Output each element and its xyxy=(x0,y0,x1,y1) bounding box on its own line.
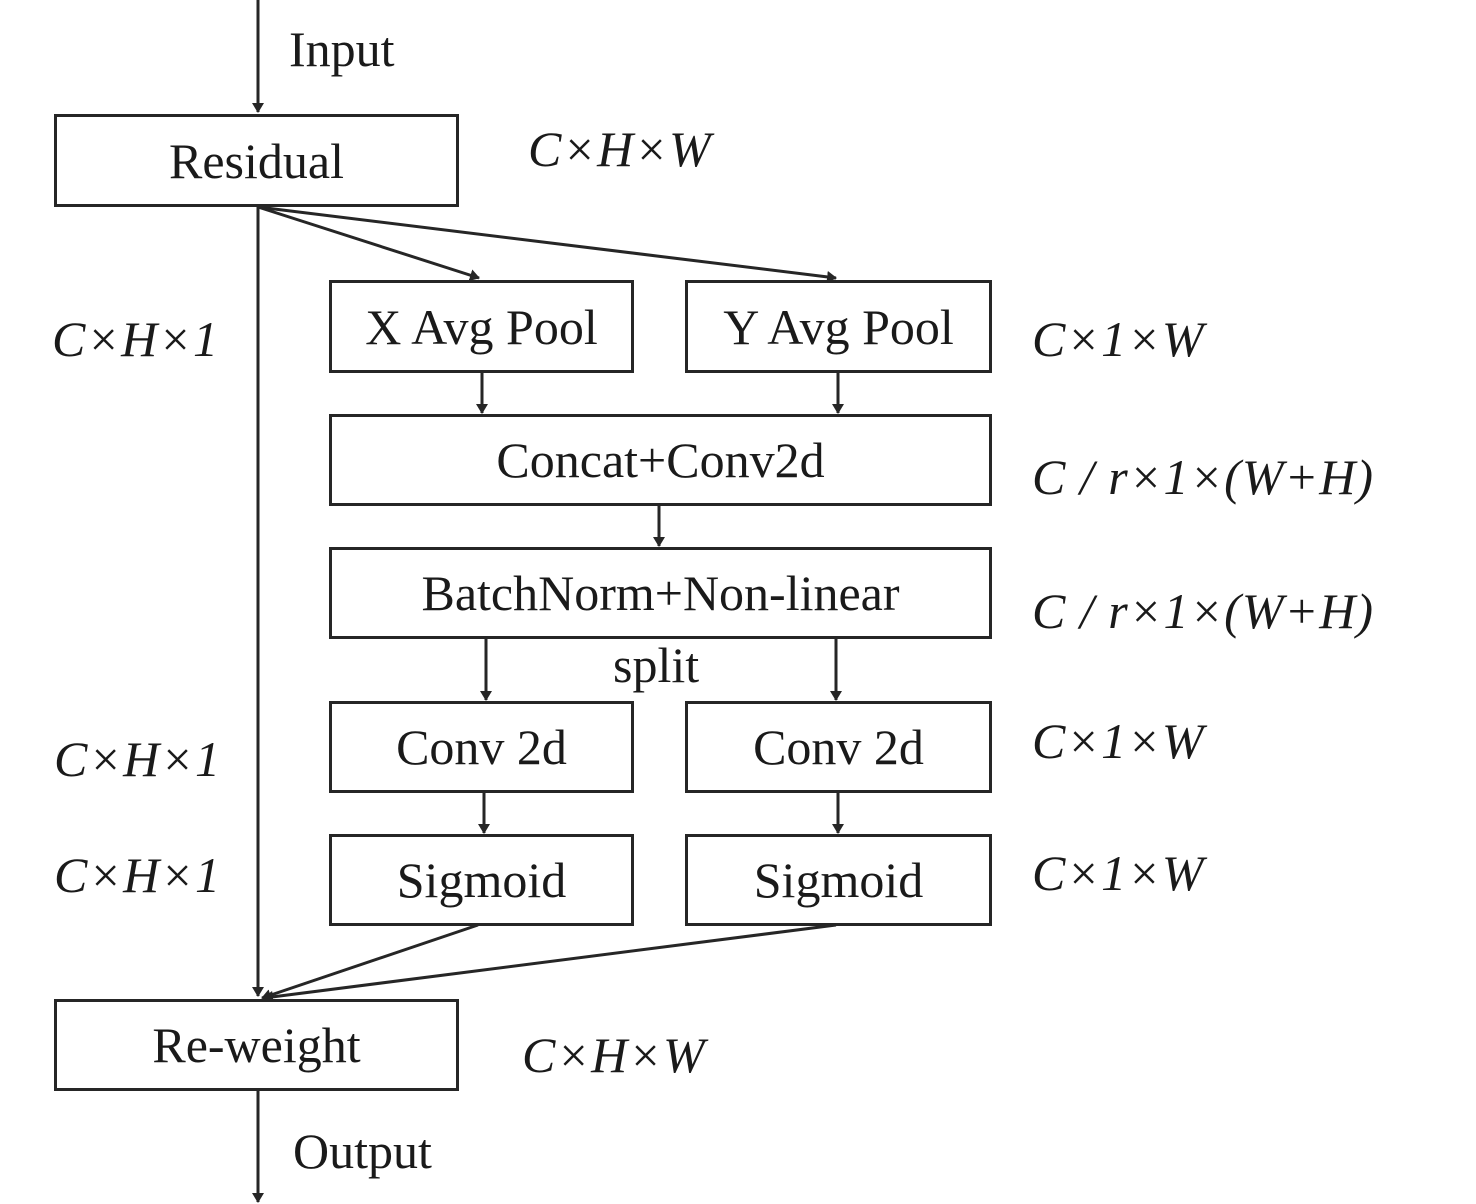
conv2d-left-block: Conv 2d xyxy=(329,701,634,793)
dim-left-sigmoid-text: C×H×1 xyxy=(54,847,221,903)
dim-concat-conv-text: C / r×1×(W+H) xyxy=(1032,449,1374,505)
arrow-residual-to-xpool xyxy=(257,205,480,281)
sigmoid-left-block: Sigmoid xyxy=(329,834,634,926)
dim-right-sigmoid-text: C×1×W xyxy=(1032,845,1205,901)
batchnorm-nonlinear-block: BatchNorm+Non-linear xyxy=(329,547,992,639)
arrow-sigmoid-left-to-reweight xyxy=(261,923,479,1001)
dim-left-pool: C×H×1 xyxy=(52,314,219,364)
dim-reweight-text: C×H×W xyxy=(522,1027,706,1083)
x-avg-pool-block: X Avg Pool xyxy=(329,280,634,373)
dim-left-sigmoid: C×H×1 xyxy=(54,850,221,900)
dim-residual: C×H×W xyxy=(528,124,712,174)
input-label: Input xyxy=(289,21,395,77)
dim-right-conv-text: C×1×W xyxy=(1032,713,1205,769)
arrow-sigmoid-right-to-reweight xyxy=(263,923,837,1003)
concat-conv2d-block: Concat+Conv2d xyxy=(329,414,992,506)
residual-block: Residual xyxy=(54,114,459,207)
dim-bn-nonlinear: C / r×1×(W+H) xyxy=(1032,586,1374,636)
output-label: Output xyxy=(293,1123,432,1179)
arrow-residual-to-ypool xyxy=(257,205,837,283)
reweight-block: Re-weight xyxy=(54,999,459,1091)
conv2d-right-block: Conv 2d xyxy=(685,701,992,793)
sigmoid-right-block: Sigmoid xyxy=(685,834,992,926)
dim-right-pool-text: C×1×W xyxy=(1032,311,1205,367)
dim-left-conv-text: C×H×1 xyxy=(54,731,221,787)
dim-concat-conv: C / r×1×(W+H) xyxy=(1032,452,1374,502)
dim-reweight: C×H×W xyxy=(522,1030,706,1080)
dim-right-conv: C×1×W xyxy=(1032,716,1204,766)
y-avg-pool-block: Y Avg Pool xyxy=(685,280,992,373)
dim-right-pool: C×1×W xyxy=(1032,314,1204,364)
split-label: split xyxy=(613,637,700,693)
dim-left-pool-text: C×H×1 xyxy=(52,311,219,367)
dim-right-sigmoid: C×1×W xyxy=(1032,848,1204,898)
dim-left-conv: C×H×1 xyxy=(54,734,221,784)
dim-bn-nonlinear-text: C / r×1×(W+H) xyxy=(1032,583,1374,639)
dim-residual-text: C×H×W xyxy=(528,121,712,177)
